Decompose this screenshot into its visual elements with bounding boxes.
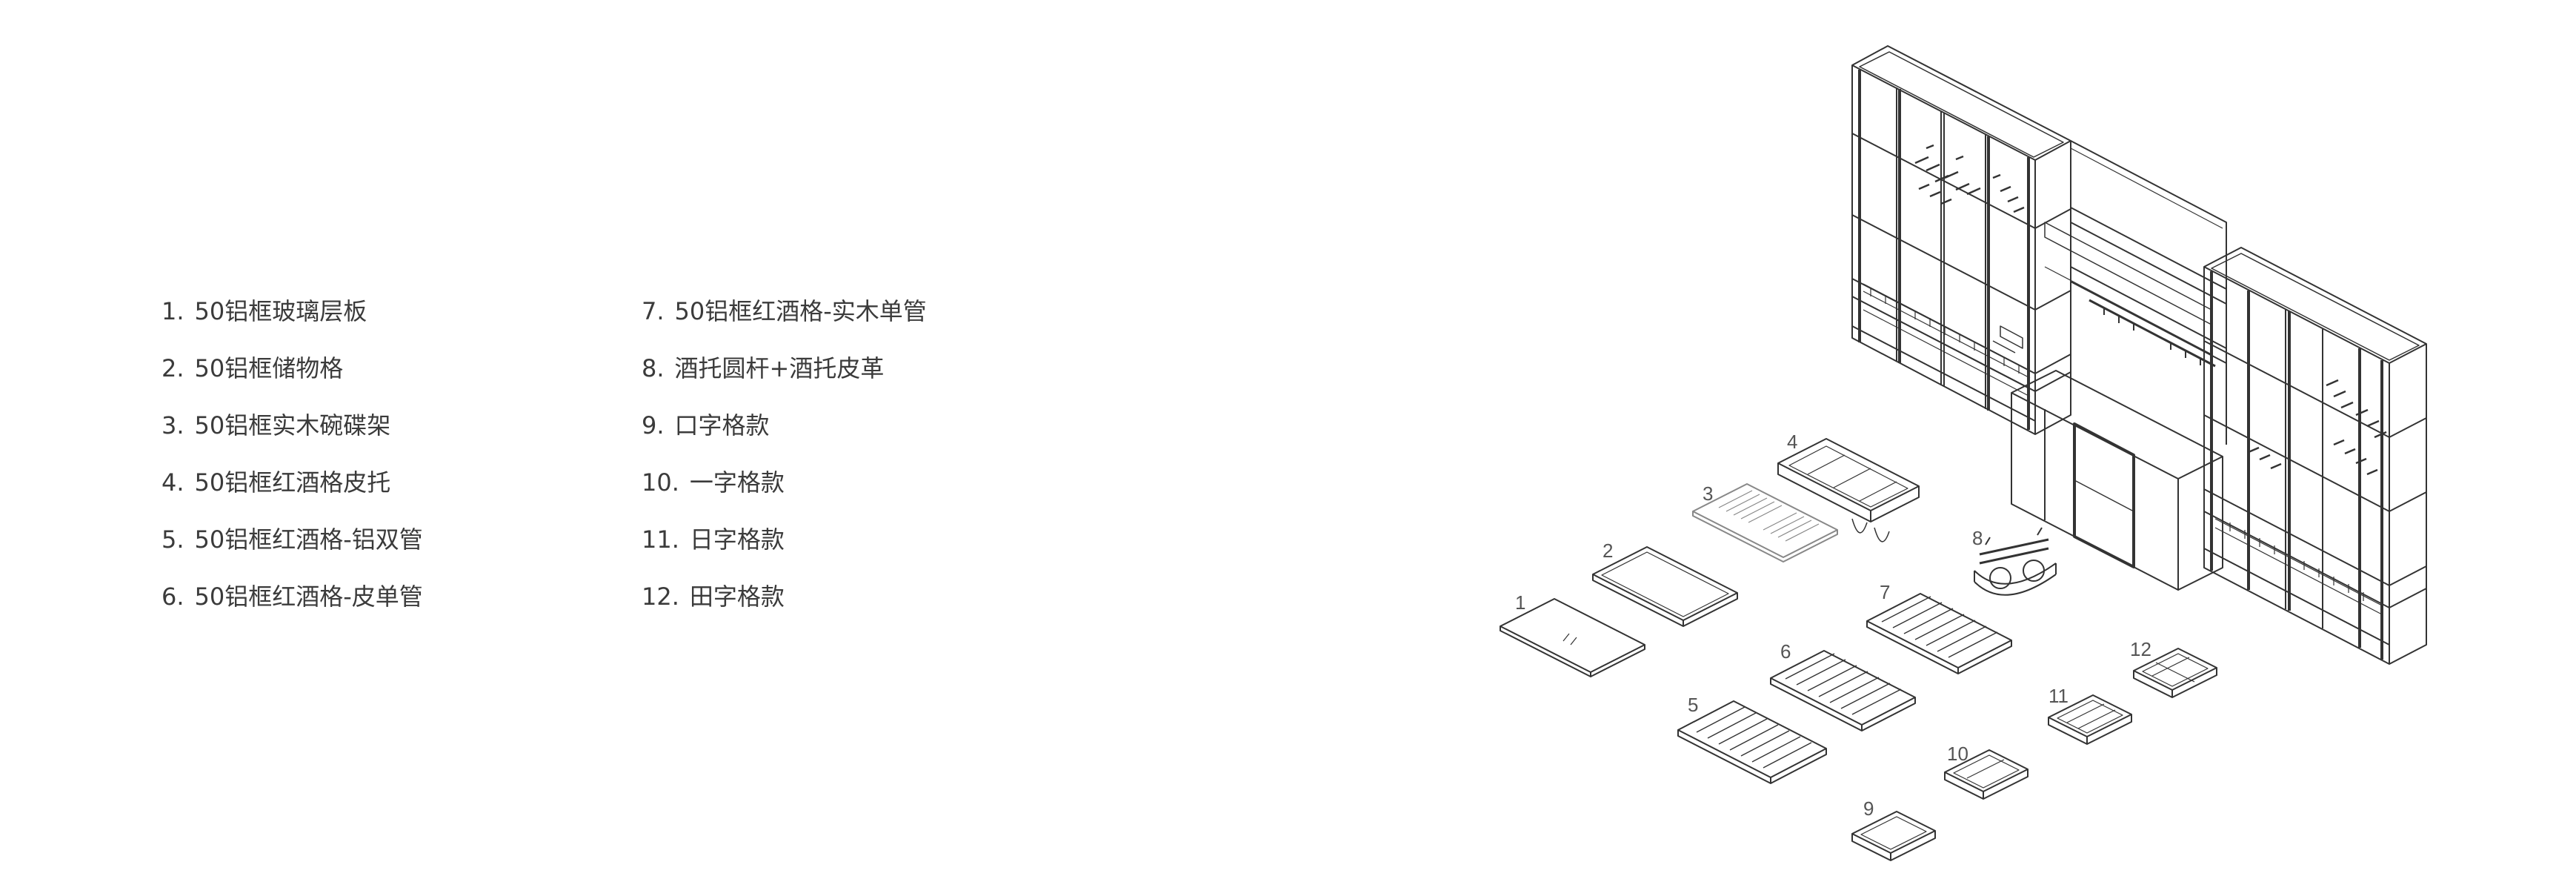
callout-5: 5 [1688, 694, 1698, 716]
legend-item-10: 10.一字格款 [642, 468, 785, 497]
part-4-leather-wine-holder [1777, 438, 1920, 542]
callout-3: 3 [1703, 482, 1713, 505]
callout-11: 11 [2049, 685, 2069, 707]
callout-1: 1 [1515, 591, 1525, 614]
part-9-box-tray [1851, 811, 1936, 861]
right-tall-cabinet [2203, 247, 2427, 665]
callout-8: 8 [1972, 527, 1983, 549]
legend-item-6: 6.50铝框红酒格-皮单管 [162, 583, 423, 611]
part-12-grid-tray [2133, 648, 2217, 698]
legend-item-7: 7.50铝框红酒格-实木单管 [642, 297, 927, 325]
part-7-wood-tube-rack [1866, 593, 2012, 674]
callout-7: 7 [1880, 581, 1890, 603]
part-5-double-tube-rack [1677, 700, 1827, 784]
legend-item-8: 8.酒托圆杆+酒托皮革 [642, 354, 885, 382]
part-2-storage-tray [1592, 546, 1738, 627]
part-8-wine-rod-leather [1974, 527, 2057, 596]
callout-6: 6 [1780, 640, 1791, 663]
legend-item-2: 2.50铝框储物格 [162, 354, 344, 382]
legend-item-9: 9.口字格款 [642, 411, 770, 439]
callout-9: 9 [1863, 797, 1874, 820]
part-10-single-divider-tray [1944, 749, 2028, 800]
callout-10: 10 [1947, 743, 1968, 765]
legend-item-5: 5.50铝框红酒格-铝双管 [162, 525, 423, 554]
left-tall-cabinet [1851, 45, 2071, 435]
legend-item-11: 11.日字格款 [642, 525, 785, 554]
legend-item-12: 12.田字格款 [642, 583, 785, 611]
part-6-single-tube-rack [1770, 650, 1916, 731]
island-cabinet [2011, 370, 2223, 591]
callout-2: 2 [1602, 540, 1613, 562]
callout-numbers: 1 2 3 4 5 6 7 8 9 10 11 12 [1515, 431, 2151, 820]
part-1-glass-shelf [1500, 598, 1645, 677]
legend: 1.50铝框玻璃层板 2.50铝框储物格 3.50铝框实木碗碟架 4.50铝框红… [0, 0, 1037, 667]
part-11-double-divider-tray [2048, 694, 2132, 745]
part-3-dish-rack [1692, 483, 1838, 563]
legend-item-1: 1.50铝框玻璃层板 [162, 297, 367, 325]
legend-item-4: 4.50铝框红酒格皮托 [162, 468, 391, 497]
callout-4: 4 [1787, 431, 1797, 453]
legend-item-3: 3.50铝框实木碗碟架 [162, 411, 391, 439]
middle-back-shelving [2044, 140, 2227, 445]
callout-12: 12 [2130, 638, 2151, 660]
